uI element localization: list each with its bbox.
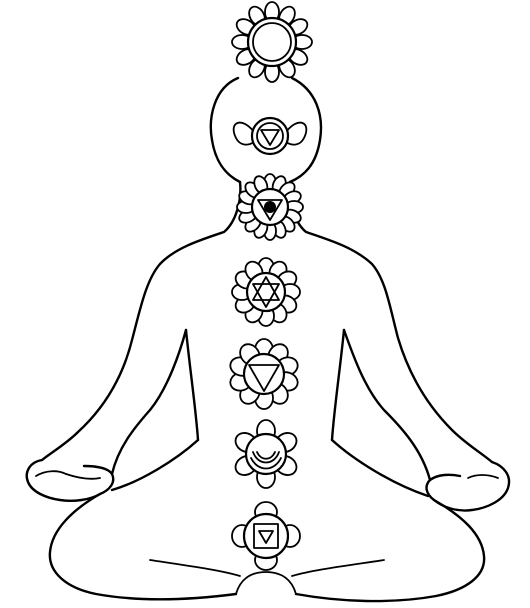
sacral-chakra-icon	[232, 420, 300, 488]
root-chakra-icon	[232, 502, 300, 570]
throat-chakra-icon	[237, 174, 303, 240]
solar-plexus-chakra-icon	[228, 339, 300, 409]
heart-chakra-icon	[232, 258, 300, 326]
third-eye-chakra-icon	[234, 118, 307, 154]
crown-chakra-icon	[232, 2, 312, 82]
